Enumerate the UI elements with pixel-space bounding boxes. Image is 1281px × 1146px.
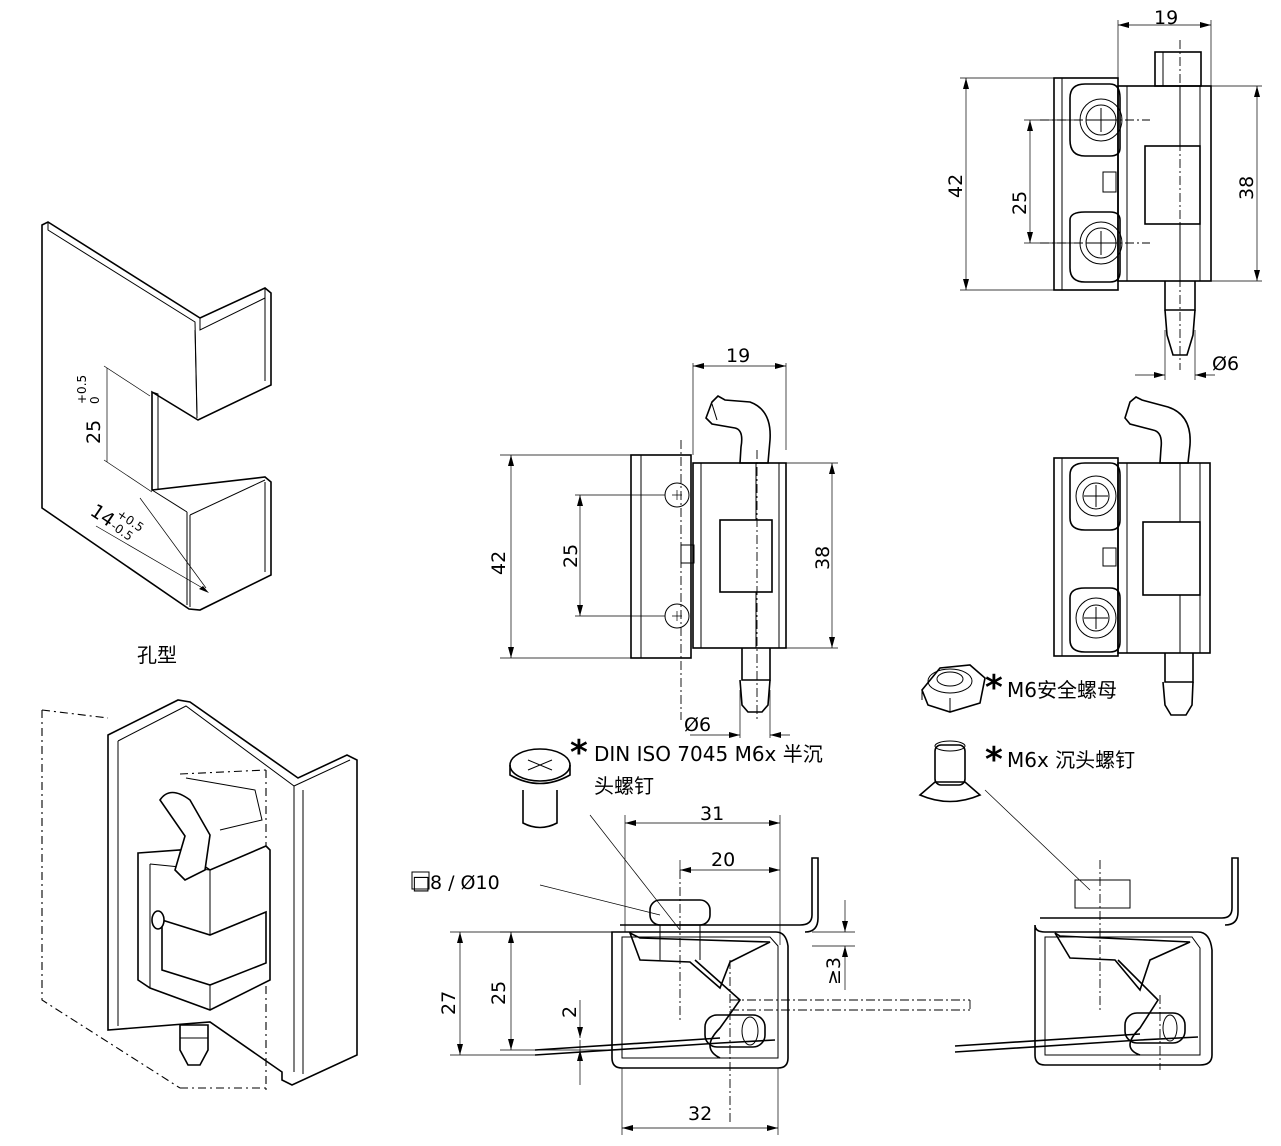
section-width-31: 31 <box>700 803 724 825</box>
hinge-front-view-countersunk <box>1053 396 1211 716</box>
section-width-20: 20 <box>711 849 735 871</box>
section-width-32: 32 <box>688 1103 712 1125</box>
pan-head-screw-icon <box>509 748 571 829</box>
section-height-27: 27 <box>438 991 460 1015</box>
section-gap-3: ≥3 <box>823 957 845 985</box>
center-hole-pitch: 25 <box>560 544 582 568</box>
countersunk-screw-icon <box>918 740 982 803</box>
tr-pin-diameter: Ø6 <box>1212 353 1239 375</box>
hinge-front-view-center <box>500 363 838 738</box>
slot-width-value: 25 <box>83 420 105 444</box>
countersunk-star: * <box>985 740 1003 780</box>
slot-type-caption: 孔型 <box>137 643 177 667</box>
countersunk-label: M6x 沉头螺钉 <box>1007 748 1135 772</box>
safety-nut-icon <box>921 664 986 713</box>
section-gap-2: 2 <box>559 1006 581 1018</box>
tr-hole-pitch: 25 <box>1009 191 1031 215</box>
square-symbol-icon <box>411 871 430 890</box>
center-height-leaf: 38 <box>812 546 834 570</box>
pan-screw-label-2: 头螺钉 <box>594 774 654 798</box>
hinge-front-view-top-right <box>960 20 1262 380</box>
slot-width-tol-lower: 0 <box>88 396 102 404</box>
center-width-top: 19 <box>726 345 750 367</box>
center-pin-diameter: Ø6 <box>684 714 711 736</box>
nut-star: * <box>985 668 1003 708</box>
tr-height-outer: 42 <box>945 174 967 198</box>
nut-label: M6安全螺母 <box>1007 678 1117 702</box>
bore-note: □8 / Ø10 <box>412 872 500 894</box>
slot-profile-isometric <box>41 221 272 611</box>
pan-screw-label-1: DIN ISO 7045 M6x 半沉 <box>594 742 823 766</box>
slot-width-tol-upper: +0.5 <box>75 375 89 404</box>
section-height-25: 25 <box>488 981 510 1005</box>
tr-height-leaf: 38 <box>1236 176 1258 200</box>
center-height-outer: 42 <box>488 551 510 575</box>
pan-screw-star: * <box>570 733 588 773</box>
tr-width-top: 19 <box>1154 7 1178 29</box>
hinge-section-view-countersunk <box>954 789 1239 1070</box>
hinge-assembly-isometric <box>41 699 358 1090</box>
hinge-section-view <box>450 814 971 1135</box>
